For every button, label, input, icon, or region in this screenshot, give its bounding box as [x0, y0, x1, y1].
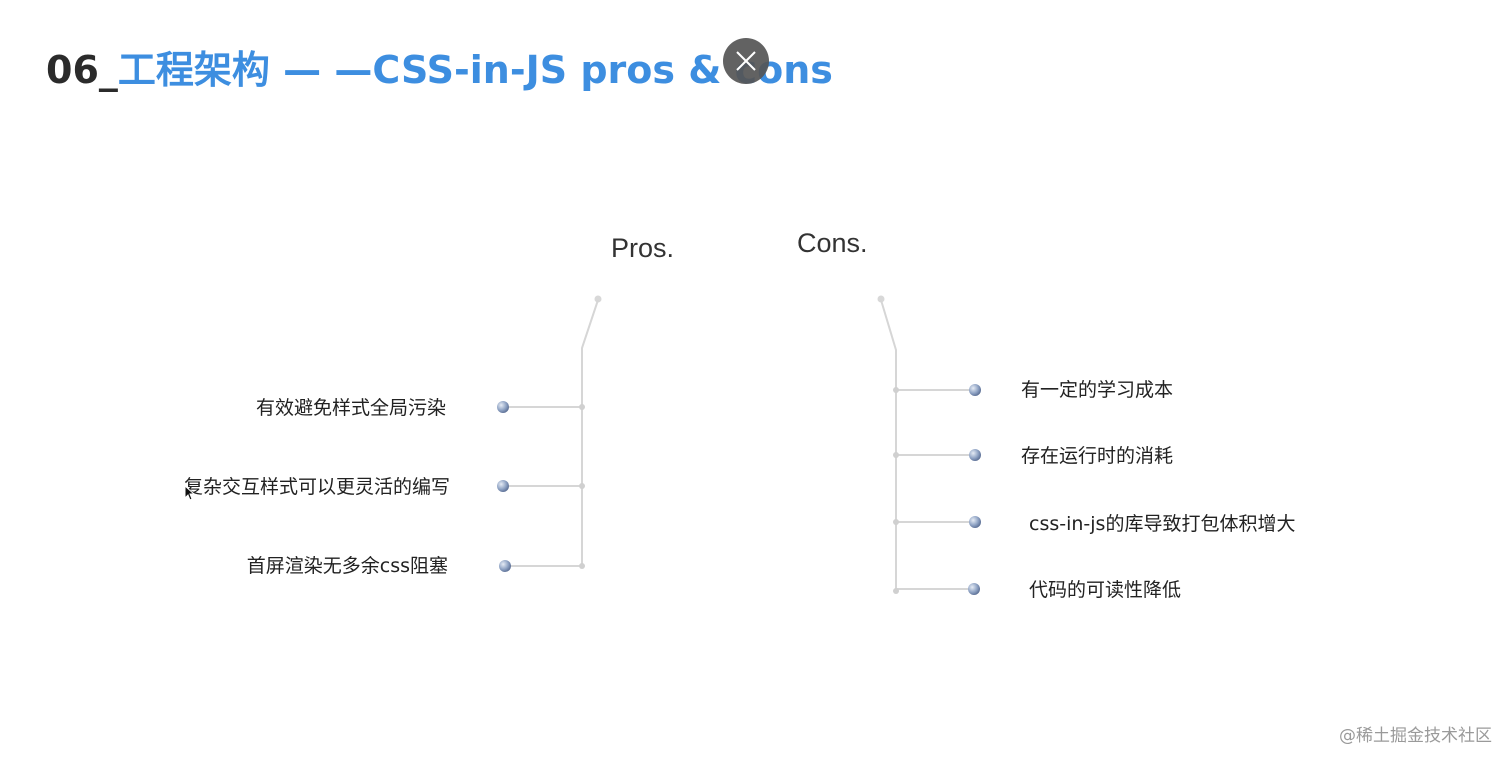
- pros-header-bar: [594, 295, 688, 303]
- pros-bullet: [499, 560, 511, 572]
- cons-bullet: [969, 384, 981, 396]
- slide-title: 06_工程架构 — —CSS-in-JS pros & cons: [46, 48, 833, 94]
- close-icon: [736, 51, 756, 71]
- pros-bullet: [497, 480, 509, 492]
- pros-bullets: [497, 401, 511, 572]
- pros-connector: [503, 299, 599, 567]
- cons-header-bar: [792, 295, 885, 303]
- pros-item-2: 复杂交互样式可以更灵活的编写: [183, 476, 450, 498]
- cons-bullet: [969, 516, 981, 528]
- pros-heading: Pros.: [611, 233, 675, 263]
- cons-bullets: [968, 384, 981, 595]
- pros-junctions: [579, 404, 585, 569]
- title-text: 工程架构 — —CSS-in-JS pros & cons: [117, 48, 833, 92]
- mouse-cursor-icon: [184, 485, 196, 501]
- watermark: @稀土掘金技术社区: [1339, 726, 1492, 746]
- pros-item-1: 有效避免样式全局污染: [255, 397, 446, 419]
- cons-connector: [880, 299, 975, 592]
- cons-bullet: [969, 449, 981, 461]
- cons-heading: Cons.: [797, 228, 868, 258]
- cons-junctions: [893, 387, 899, 594]
- cons-item-4: 代码的可读性降低: [1029, 579, 1182, 601]
- pros-item-3: 首屏渲染无多余css阻塞: [246, 555, 448, 577]
- cons-item-2: 存在运行时的消耗: [1021, 445, 1174, 467]
- cons-bullet: [968, 583, 980, 595]
- cons-item-1: 有一定的学习成本: [1021, 379, 1174, 401]
- cons-item-3: css-in-js的库导致打包体积增大: [1029, 513, 1296, 535]
- title-number: 06_: [46, 48, 118, 92]
- pros-bullet: [497, 401, 509, 413]
- close-button[interactable]: [723, 38, 769, 84]
